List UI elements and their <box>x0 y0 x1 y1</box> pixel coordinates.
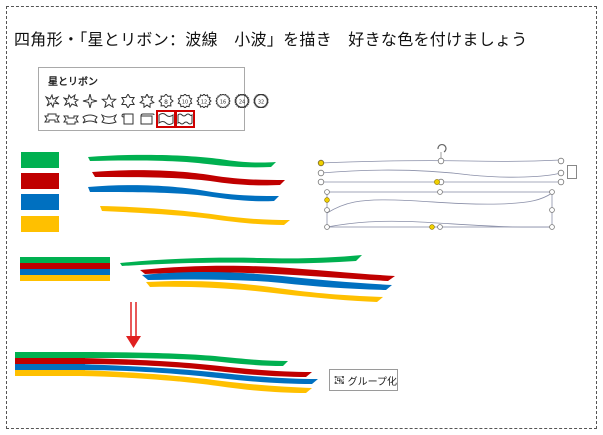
middle-yellow-wave <box>146 280 383 302</box>
wave-icon-glyph <box>158 113 174 125</box>
rotate-handle <box>437 143 447 153</box>
red-wave <box>92 170 285 186</box>
horizontal-scroll-icon-glyph <box>140 113 155 125</box>
svg-text:16: 16 <box>220 100 226 106</box>
group-green-rect <box>15 352 85 358</box>
green-rectangle[interactable] <box>21 152 59 168</box>
yellow-wave <box>100 206 290 225</box>
instruction-title: 四角形・「星とリボン：波線 小波」を描き 好きな色を付けましょう <box>14 30 528 49</box>
star-5-icon-glyph <box>101 94 117 108</box>
slide-frame <box>6 6 597 429</box>
red-rectangle[interactable] <box>21 173 59 189</box>
ribbon-down-icon-glyph <box>44 113 60 123</box>
adjust-handle-3 <box>324 197 330 203</box>
selected-wave-top <box>320 159 562 183</box>
horizontal-scroll-icon[interactable] <box>138 111 156 127</box>
star-6-icon[interactable] <box>119 93 137 109</box>
star-32-icon-glyph: 32 <box>253 94 269 108</box>
group-blue-wave <box>80 364 318 384</box>
curved-ribbon-down-icon-glyph <box>82 114 98 124</box>
vertical-scroll-icon-glyph <box>121 113 134 125</box>
group-red-rect <box>15 358 85 364</box>
adjust-handle-1 <box>318 160 324 166</box>
star-10-icon[interactable]: 10 <box>176 93 194 109</box>
svg-text:32: 32 <box>258 100 264 106</box>
group-icon <box>334 376 344 384</box>
svg-text:10: 10 <box>182 100 188 106</box>
selection-handles-bottom <box>324 189 555 230</box>
star-4-icon[interactable] <box>81 93 99 109</box>
star-12-icon-glyph: 12 <box>196 94 212 108</box>
group-green-wave <box>80 352 288 366</box>
stacked-yellow-rectangle[interactable] <box>20 275 110 281</box>
group-button[interactable]: グループ化 <box>329 369 398 391</box>
svg-text:8: 8 <box>164 99 168 106</box>
ribbon-shapes-row <box>43 110 195 128</box>
star-6-icon-glyph <box>121 94 135 108</box>
adjust-handle-4 <box>429 224 435 230</box>
star-shapes-row: 8 10 12 16 24 32 <box>43 93 270 109</box>
curved-ribbon-up-icon[interactable] <box>100 111 118 127</box>
middle-green-wave <box>120 255 362 266</box>
explosion-1-icon-glyph <box>44 94 60 108</box>
curved-ribbon-down-icon[interactable] <box>81 111 99 127</box>
star-5-icon[interactable] <box>100 93 118 109</box>
blue-rectangle[interactable] <box>21 194 59 210</box>
adjust-handle-2 <box>434 179 440 185</box>
star-32-icon[interactable]: 32 <box>252 93 270 109</box>
group-yellow-wave <box>80 370 312 393</box>
star-24-icon[interactable]: 24 <box>233 93 251 109</box>
ribbon-down-icon[interactable] <box>43 111 61 127</box>
explosion-2-icon-glyph <box>63 94 79 108</box>
ribbon-up-icon[interactable] <box>62 111 80 127</box>
green-wave <box>88 154 276 168</box>
middle-blue-wave <box>142 272 392 290</box>
star-7-icon-glyph <box>139 94 155 108</box>
wave-icon[interactable] <box>156 110 176 128</box>
group-button-label: グループ化 <box>347 376 397 388</box>
group-yellow-rect <box>15 370 85 376</box>
shapes-gallery-panel: 星とリボン 8 10 12 16 24 32 <box>38 67 269 131</box>
stacked-blue-rectangle[interactable] <box>20 269 110 275</box>
star-12-icon[interactable]: 12 <box>195 93 213 109</box>
stacked-green-rectangle[interactable] <box>20 257 110 263</box>
group-red-wave <box>80 358 312 377</box>
svg-text:24: 24 <box>239 100 245 106</box>
star-16-icon[interactable]: 16 <box>214 93 232 109</box>
yellow-rectangle[interactable] <box>21 216 59 232</box>
layout-options-icon[interactable] <box>567 165 577 179</box>
double-wave-icon-glyph <box>177 113 193 125</box>
ribbon-up-icon-glyph <box>63 115 79 125</box>
double-wave-icon[interactable] <box>175 110 195 128</box>
star-8-icon-glyph: 8 <box>158 94 174 108</box>
vertical-scroll-icon[interactable] <box>119 111 137 127</box>
star-7-icon[interactable] <box>138 93 156 109</box>
stacked-red-rectangle[interactable] <box>20 263 110 269</box>
selected-wave-bottom <box>326 191 553 228</box>
star-24-icon-glyph: 24 <box>234 94 250 108</box>
star-16-icon-glyph: 16 <box>215 94 231 108</box>
down-arrow <box>126 302 141 348</box>
svg-text:12: 12 <box>201 100 207 106</box>
gallery-section-label: 星とリボン <box>48 77 98 88</box>
star-10-icon-glyph: 10 <box>177 94 193 108</box>
group-blue-rect <box>15 364 85 370</box>
star-8-icon[interactable]: 8 <box>157 93 175 109</box>
blue-wave <box>88 185 279 202</box>
curved-ribbon-up-icon-glyph <box>101 113 117 124</box>
middle-red-wave <box>140 265 395 281</box>
star-4-icon-glyph <box>82 94 98 108</box>
explosion-2-icon[interactable] <box>62 93 80 109</box>
explosion-1-icon[interactable] <box>43 93 61 109</box>
